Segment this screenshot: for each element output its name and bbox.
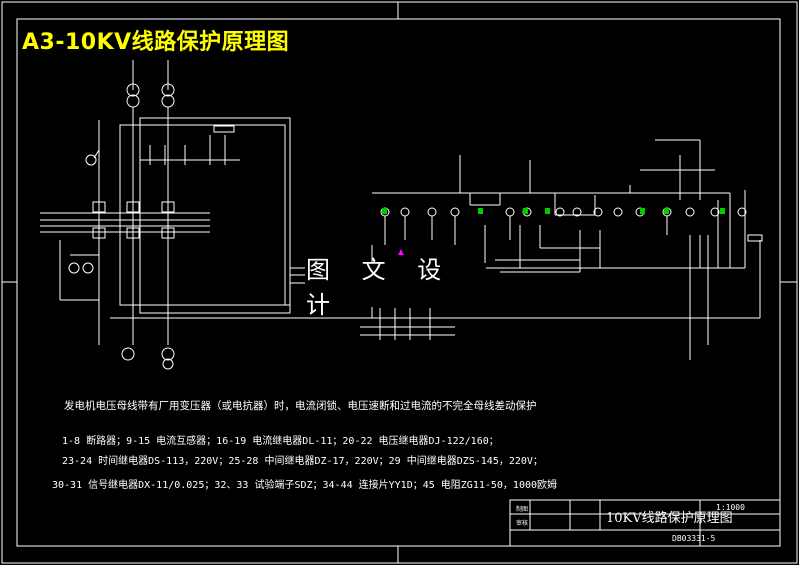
breaker bbox=[92, 201, 106, 213]
generator-symbol bbox=[161, 347, 175, 361]
notes-line-3: 30-31 信号继电器DX-11/0.025；32、33 试验端子SDZ；34-… bbox=[52, 480, 558, 491]
control-circuit-box bbox=[139, 117, 291, 314]
transformer-symbol bbox=[126, 83, 140, 97]
breaker bbox=[126, 201, 140, 213]
title-block bbox=[509, 499, 781, 547]
breaker bbox=[161, 201, 175, 213]
generator-symbol bbox=[121, 347, 135, 361]
notes-line-2: 23-24 时间继电器DS-113，220V；25-28 中间继电器DZ-17，… bbox=[62, 456, 543, 467]
notes-heading: 发电机电压母线带有厂用变压器（或电抗器）时，电流闭锁、电压速断和过电流的不完全母… bbox=[64, 400, 537, 412]
notes-line-1: 1-8 断路器；9-15 电流互感器；16-19 电流继电器DL-11；20-2… bbox=[62, 436, 499, 447]
drawing-title: A3-10KV线路保护原理图 bbox=[22, 30, 290, 55]
title-block-scale: 1:1000 bbox=[716, 503, 745, 512]
watermark-text: 图 文 设 计 bbox=[306, 256, 486, 319]
title-block-drawing-number: DB03331-5 bbox=[672, 534, 716, 543]
transformer-symbol bbox=[161, 83, 175, 97]
title-block-drawing-name: 10KV线路保护原理图 bbox=[606, 511, 733, 526]
title-block-check-label: 审核 bbox=[516, 520, 529, 527]
title-block-drawn-label: 制图 bbox=[516, 506, 529, 513]
